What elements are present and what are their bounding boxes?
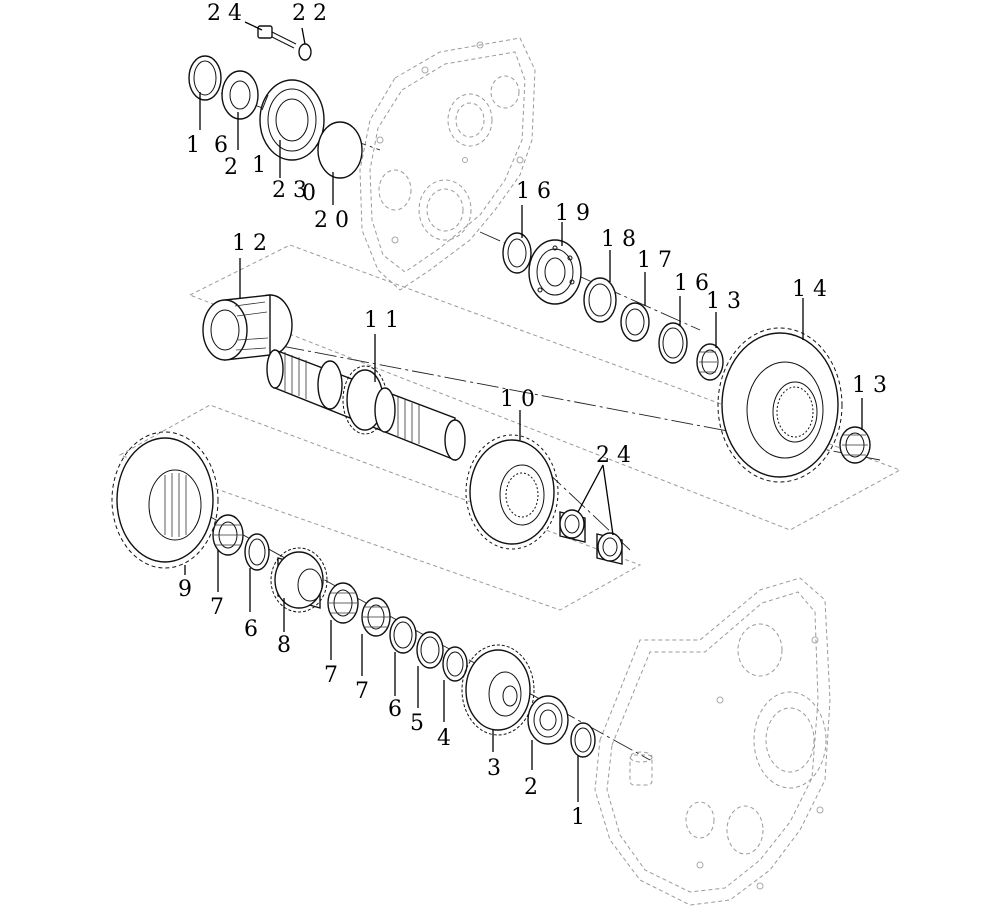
bushing-24a	[559, 509, 586, 543]
needle-bearing-13b	[839, 426, 871, 464]
needle-bearing-7c	[361, 597, 391, 637]
callout-labels: 2 4 2 2 1 6 2 2 2 1 2 3 2 1 2 0 1 2 1 1 …	[178, 1, 887, 830]
callout-7a: 7	[210, 595, 224, 620]
snap-ring-4	[442, 646, 468, 682]
shaft-splines	[284, 352, 420, 444]
snap-ring-17	[583, 277, 617, 323]
callout-1a: 1	[186, 133, 200, 158]
snap-ring-16b	[620, 302, 650, 342]
callout-17: 1 8	[601, 227, 636, 252]
callout-13a: 1 3	[706, 289, 741, 314]
callout-18: 1 9	[555, 201, 590, 226]
gear-9	[111, 431, 219, 569]
ball-bearing-2	[527, 695, 569, 745]
callout-24-bushings: 2 4	[596, 443, 631, 468]
callout-12: 1 2	[232, 231, 267, 256]
needle-bearing-12	[202, 294, 293, 361]
callout-6c-label: 6	[388, 697, 402, 722]
ball-bearing-18	[528, 239, 582, 305]
callout-19: 2 0	[314, 208, 349, 233]
bushing-24b	[596, 532, 623, 565]
callout-2: 2	[224, 155, 238, 180]
lower-housing-case	[594, 577, 831, 906]
callout-10: 1 0	[500, 387, 535, 412]
leader-lines	[184, 21, 863, 802]
large-gear-14	[717, 327, 843, 483]
callout-14: 1 4	[792, 277, 827, 302]
washer-5	[416, 631, 444, 669]
split-callouts: 2 2 2 3 2 1 2 4 2 3 2 4 6 0	[272, 178, 402, 722]
callout-1e: 1	[571, 805, 585, 830]
callout-2b: 2	[524, 775, 538, 800]
callout-6b: 6	[244, 617, 258, 642]
sleeve-8	[270, 547, 328, 613]
needle-bearing-7b	[327, 582, 359, 624]
spacer-15	[658, 322, 688, 364]
main-shaft-11	[266, 348, 466, 462]
callout-7c: 7	[355, 679, 369, 704]
o-ring-seal	[317, 121, 363, 179]
needle-bearing-7a	[212, 514, 244, 556]
assembly-boundaries	[118, 244, 902, 611]
callout-1b: 1	[252, 153, 266, 178]
callout-0-label: 0	[302, 181, 316, 206]
callout-16a: 1 6	[516, 179, 551, 204]
callout-15: 1 6	[674, 271, 709, 296]
callout-9: 9	[178, 577, 192, 602]
callout-23: 2 4	[207, 1, 242, 26]
bearing-retainer-plate	[259, 79, 325, 161]
snap-ring-1	[570, 722, 596, 758]
callout-3: 3	[487, 756, 501, 781]
needle-bearing-13a	[696, 343, 724, 381]
spacer-6a	[244, 533, 270, 571]
callout-8: 8	[277, 633, 291, 658]
bolt-and-washer	[257, 25, 312, 61]
gear-3	[461, 644, 535, 736]
spacer-6b	[389, 616, 417, 654]
callout-16b: 1 7	[637, 248, 672, 273]
callout-6a: 6	[214, 133, 228, 158]
callout-5: 5	[410, 711, 424, 736]
upper-housing-cover	[359, 37, 536, 291]
spacer-ring-upper	[221, 70, 259, 120]
callout-22b-label: 2 3	[272, 178, 307, 203]
callout-7b: 7	[324, 663, 338, 688]
callout-13b: 1 3	[852, 373, 887, 398]
gear-10	[465, 434, 559, 550]
snap-ring-16a	[502, 232, 532, 274]
callout-22a: 2 2	[292, 1, 327, 26]
snap-ring-upper	[188, 55, 222, 101]
callout-4: 4	[437, 726, 451, 751]
callout-11: 1 1	[364, 308, 399, 333]
